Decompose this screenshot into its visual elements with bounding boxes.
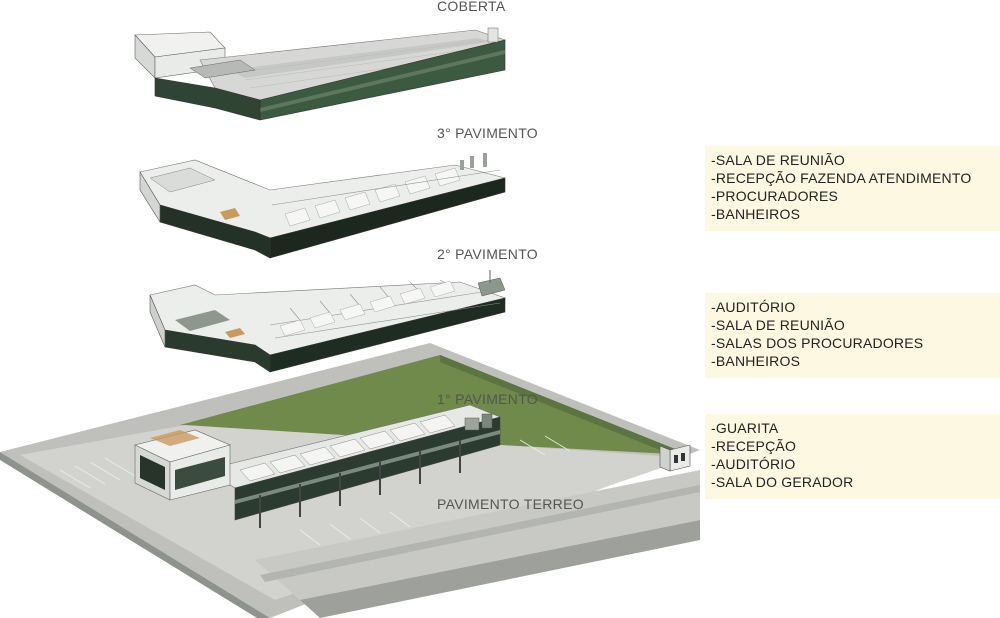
third-floor-plate bbox=[139, 153, 506, 259]
room-item: -RECEPÇÃO bbox=[711, 438, 797, 454]
ground-floor-building bbox=[134, 404, 501, 528]
rooms-box-second-floor: -AUDITÓRIO -SALA DE REUNIÃO -SALAS DOS P… bbox=[705, 293, 1000, 378]
room-item: -BANHEIROS bbox=[711, 353, 801, 369]
room-item: -AUDITÓRIO bbox=[711, 299, 796, 315]
rooms-box-third-floor: -SALA DE REUNIÃO -RECEPÇÃO FAZENDA ATEND… bbox=[705, 146, 1000, 231]
room-item: -AUDITÓRIO bbox=[711, 456, 796, 472]
second-floor-plate bbox=[149, 270, 507, 373]
floor-label-coberta: COBERTA bbox=[437, 0, 506, 14]
room-item: -SALA DE REUNIÃO bbox=[711, 317, 845, 333]
floor-label-third: 3° PAVIMENTO bbox=[437, 125, 538, 141]
room-item: -SALAS DOS PROCURADORES bbox=[711, 335, 924, 351]
roof-plate bbox=[134, 27, 507, 121]
floor-label-terreo: PAVIMENTO TERREO bbox=[437, 496, 584, 512]
room-item: -GUARITA bbox=[711, 420, 779, 436]
room-item: -SALA DO GERADOR bbox=[711, 474, 854, 490]
floor-label-first: 1° PAVIMENTO bbox=[437, 391, 538, 407]
room-item: -RECEPÇÃO FAZENDA ATENDIMENTO bbox=[711, 170, 972, 186]
lawn bbox=[180, 355, 690, 455]
room-item: -BANHEIROS bbox=[711, 206, 801, 222]
rooms-box-ground-floor: -GUARITA -RECEPÇÃO -AUDITÓRIO -SALA DO G… bbox=[705, 414, 1000, 499]
floor-label-second: 2° PAVIMENTO bbox=[437, 246, 538, 262]
room-item: -PROCURADORES bbox=[711, 188, 839, 204]
room-item: -SALA DE REUNIÃO bbox=[711, 152, 845, 168]
